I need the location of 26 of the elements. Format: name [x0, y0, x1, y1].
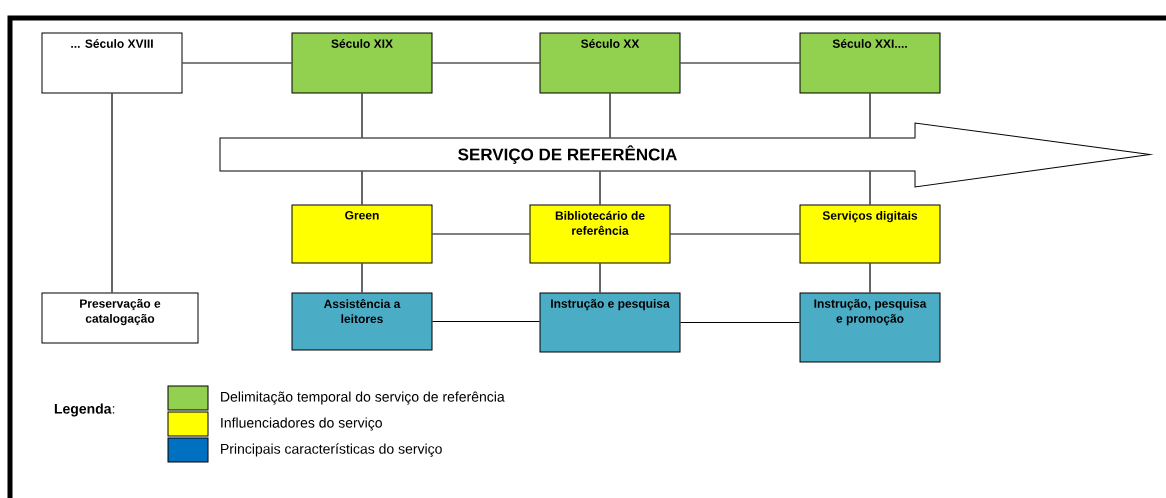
period-box: Século XX: [539, 32, 681, 94]
period-box: ... Século XVIII: [41, 32, 183, 94]
topic-box: Assistência a leitores: [291, 292, 433, 351]
legend-title: Legenda:: [54, 403, 115, 417]
connector-line: [111, 92, 113, 294]
connector-line: [361, 262, 363, 294]
connector-line: [869, 262, 871, 294]
legend-text: Delimitação temporal do serviço de referência: [221, 391, 505, 405]
legend-text: Principais características do serviço: [221, 443, 442, 457]
connector-line: [679, 62, 801, 64]
connector-line: [431, 320, 541, 323]
period-box: Século XIX: [291, 32, 433, 94]
topic-box: Instrução, pesquisa e promoção: [799, 292, 941, 363]
connector-line: [431, 62, 541, 64]
connector-line: [431, 233, 531, 235]
topic-box: Instrução e pesquisa: [539, 292, 681, 353]
connector-line: [599, 262, 601, 294]
period-box: Século XXI....: [799, 32, 941, 94]
topic-box: Green: [291, 204, 433, 264]
connector-line: [669, 233, 801, 235]
legend-text: Influenciadores do serviço: [221, 417, 382, 431]
topic-box: Bibliotecário de referência: [529, 204, 671, 264]
topic-box: Preservação e catalogação: [41, 292, 199, 344]
connector-line: [679, 321, 801, 324]
connector-line: [181, 62, 293, 64]
topic-box: Serviços digitais: [799, 204, 941, 264]
